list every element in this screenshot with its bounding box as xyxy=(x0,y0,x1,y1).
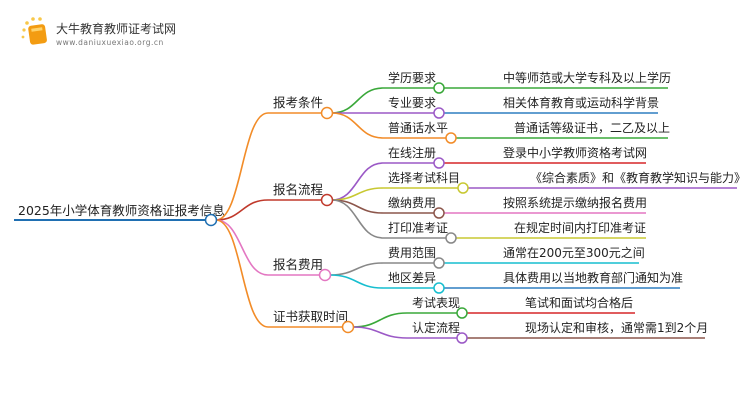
subtopic-node-circle xyxy=(433,107,445,119)
branch-connector xyxy=(215,112,269,221)
subtopic: 专业要求 xyxy=(388,95,436,110)
branch-node-circle xyxy=(318,268,332,282)
detail-text: 通常在200元至300元之间 xyxy=(503,246,645,260)
branch-connector xyxy=(215,219,269,328)
site-logo: 大牛教育教师证考试网 www.daniuxuexiao.org.cn xyxy=(18,14,218,54)
subtopic-connector xyxy=(331,112,384,139)
detail-text: 中等师范或大学专科及以上学历 xyxy=(503,70,671,85)
detail-text: 按照系统提示缴纳报名费用 xyxy=(503,195,647,210)
branch-node-circle xyxy=(320,193,334,207)
detail-text: 《综合素质》和《教育教学知识与能力》 xyxy=(530,170,746,185)
subtopic: 打印准考证 xyxy=(388,221,448,235)
root-node-circle xyxy=(204,213,218,227)
detail-text: 具体费用以当地教育部门通知为准 xyxy=(503,270,683,285)
branch-node-circle xyxy=(320,106,334,120)
branch-connector xyxy=(215,219,269,276)
subtopic: 费用范围 xyxy=(388,246,436,260)
subtopic: 学历要求 xyxy=(388,70,436,85)
subtopic-node-circle xyxy=(433,257,445,269)
subtopic-node-circle xyxy=(445,232,457,244)
logo-title: 大牛教育教师证考试网 xyxy=(56,22,177,36)
subtopic: 普通话水平 xyxy=(388,121,448,135)
book-logo-icon xyxy=(21,17,47,45)
detail-text: 笔试和面试均合格后 xyxy=(525,295,633,310)
branch-topic: 报名费用 xyxy=(273,257,323,272)
detail-text: 在规定时间内打印准考证 xyxy=(514,220,646,235)
subtopic-node-circle xyxy=(457,182,469,194)
logo-url: www.daniuxuexiao.org.cn xyxy=(56,38,164,47)
subtopic-node-circle xyxy=(433,282,445,294)
subtopic: 在线注册 xyxy=(388,145,436,160)
subtopic-node-circle xyxy=(433,207,445,219)
subtopic: 考试表现 xyxy=(412,295,460,310)
subtopic-node-circle xyxy=(456,307,468,319)
subtopic-connector xyxy=(352,326,408,339)
branch-topic: 证书获取时间 xyxy=(273,309,348,324)
detail-text: 登录中小学教师资格考试网 xyxy=(503,145,647,160)
subtopic: 选择考试科目 xyxy=(388,170,460,185)
subtopic-connector xyxy=(329,274,384,289)
branch-topic: 报考条件 xyxy=(273,95,323,110)
subtopic-node-circle xyxy=(433,82,445,94)
root-topic: 2025年小学体育教师资格证报考信息 xyxy=(18,203,225,218)
subtopic: 地区差异 xyxy=(388,271,436,285)
detail-text: 相关体育教育或运动科学背景 xyxy=(503,95,659,110)
branch-node-circle xyxy=(341,320,355,334)
detail-text: 现场认定和审核，通常需1到2个月 xyxy=(525,320,708,335)
branch-connector xyxy=(215,199,269,221)
subtopic: 认定流程 xyxy=(412,320,460,335)
subtopic-node-circle xyxy=(456,332,468,344)
branch-topic: 报名流程 xyxy=(273,182,324,197)
subtopic-connector xyxy=(352,312,408,328)
subtopic-connector xyxy=(331,199,384,239)
subtopic-node-circle xyxy=(445,132,457,144)
subtopic-node-circle xyxy=(433,157,445,169)
subtopic: 缴纳费用 xyxy=(388,195,436,210)
detail-text: 普通话等级证书，二乙及以上 xyxy=(514,121,670,135)
subtopic-connector xyxy=(331,87,384,114)
subtopic-connector xyxy=(329,262,384,276)
